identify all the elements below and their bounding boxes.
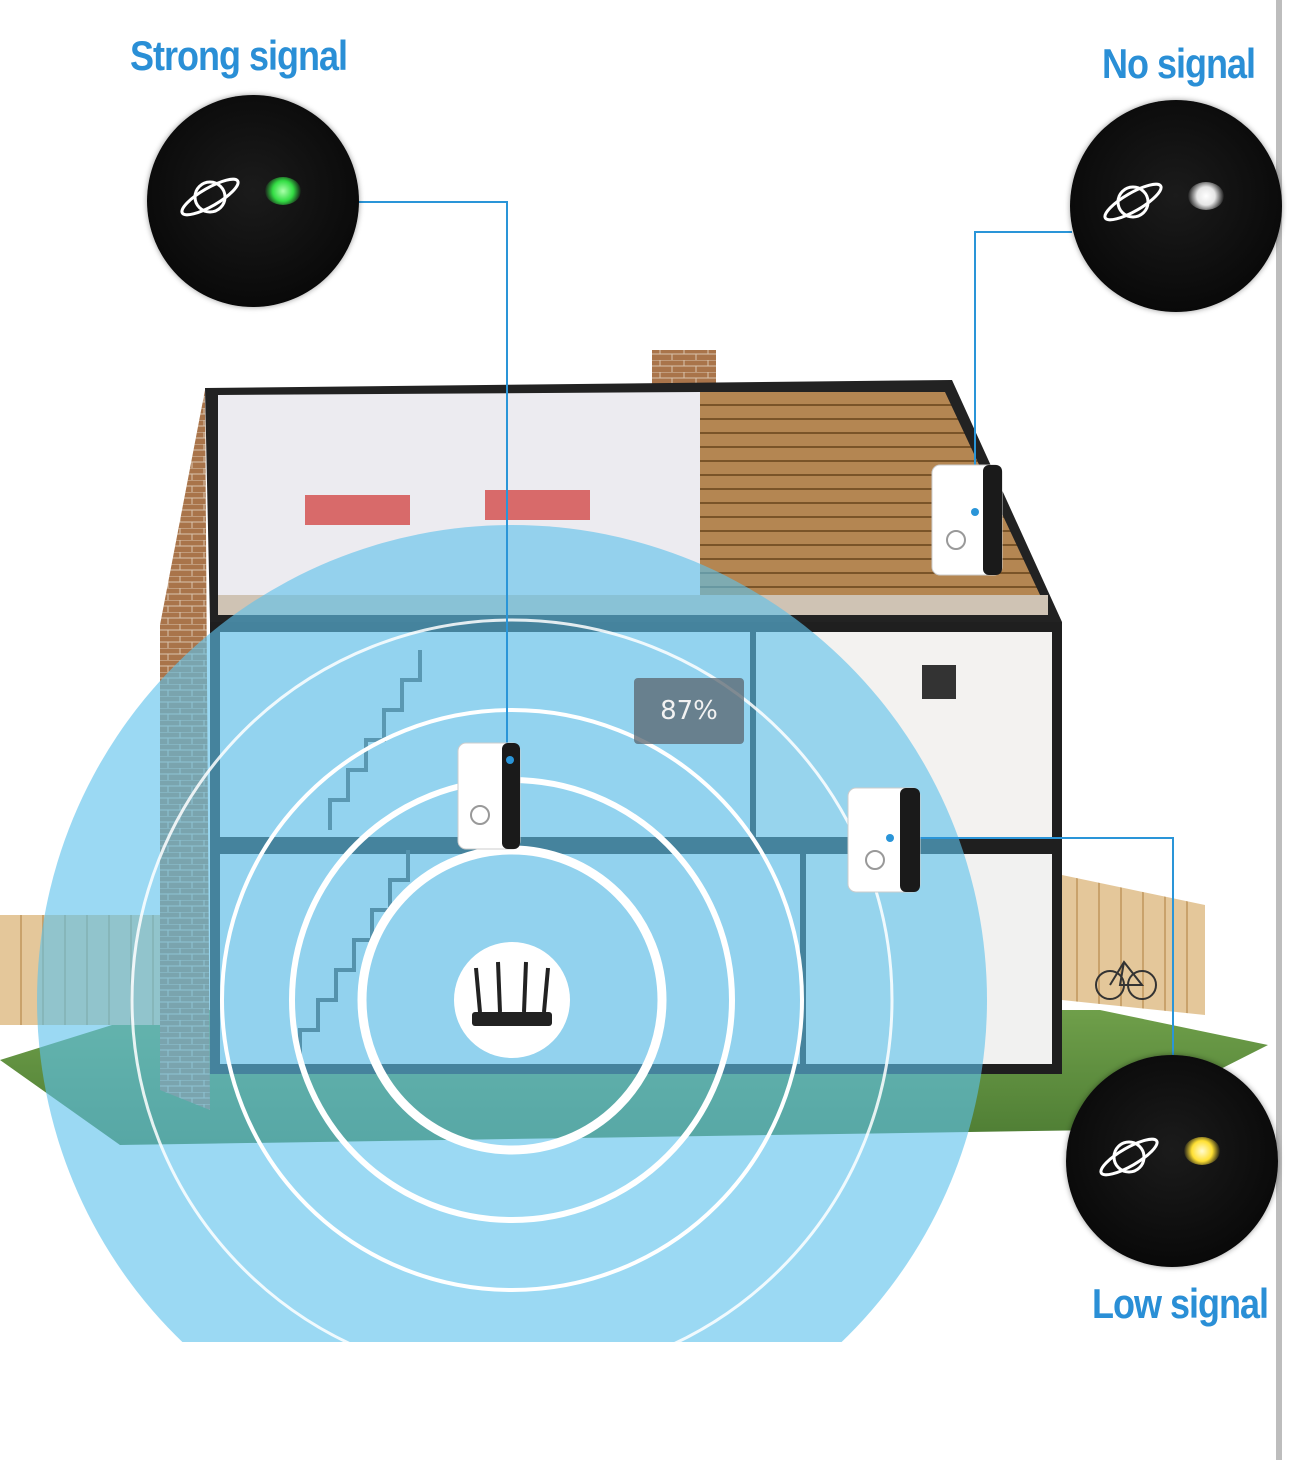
- chimney: [652, 350, 716, 386]
- wall-art: [922, 665, 956, 699]
- connector-lines: [358, 201, 1174, 1055]
- white-led: [1188, 182, 1224, 210]
- planet-icon: [1099, 1137, 1159, 1177]
- skylight-2: [485, 490, 590, 520]
- bicycle: [1095, 960, 1157, 1000]
- house-scene: [0, 201, 1270, 1350]
- planet-icon: [180, 177, 240, 217]
- green-led: [265, 177, 301, 205]
- router-icon: [472, 961, 552, 1026]
- skylight-1: [305, 495, 410, 525]
- extender-middle: [457, 742, 521, 850]
- yellow-led: [1184, 1137, 1220, 1165]
- extender-attic: [931, 464, 1003, 576]
- low-signal-indicator: [1066, 1055, 1278, 1267]
- percent-overlay: 87%: [634, 678, 744, 744]
- strong-signal-label: Strong signal: [130, 32, 348, 80]
- planet-icon: [1103, 182, 1163, 222]
- extender-right: [847, 787, 921, 893]
- fence-right: [1062, 875, 1205, 1015]
- right-edge-bar: [1276, 0, 1282, 1460]
- no-signal-indicator: [1070, 100, 1282, 312]
- no-signal-label: No signal: [1102, 40, 1256, 88]
- low-signal-label: Low signal: [1092, 1280, 1269, 1328]
- strong-signal-indicator: [147, 95, 359, 307]
